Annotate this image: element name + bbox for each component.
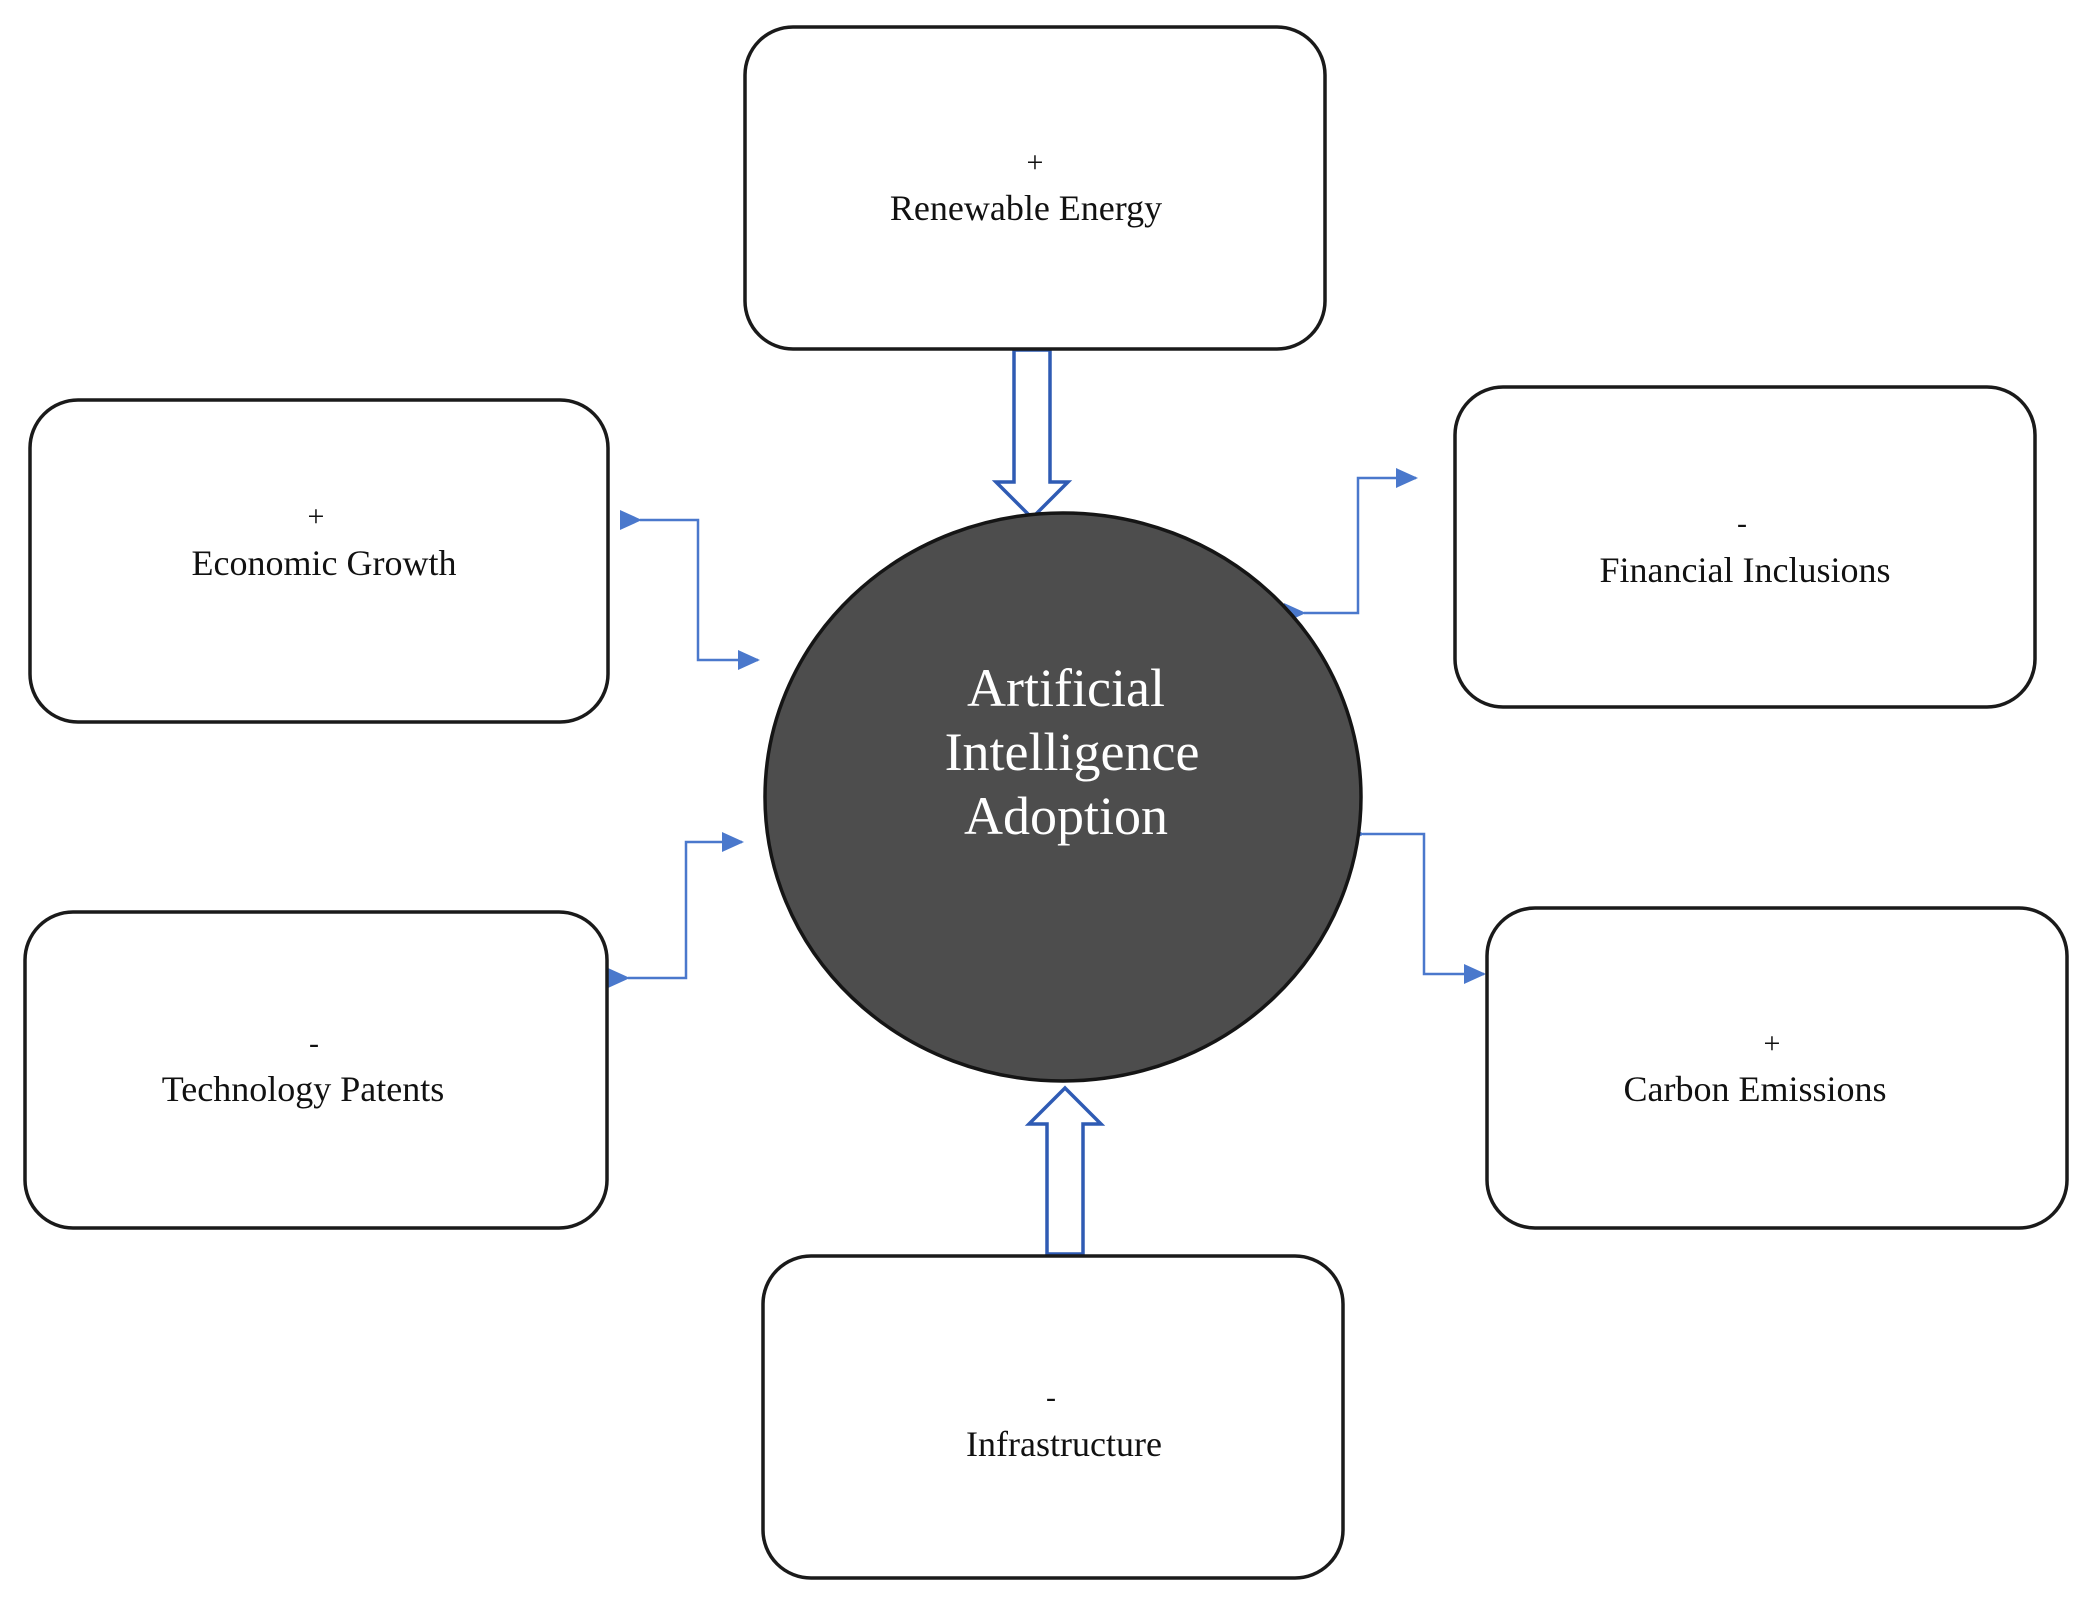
infrastructure-block-arrow: [1024, 1085, 1106, 1256]
carbon-emissions-connector: [1343, 824, 1486, 984]
financial-inclusions-connector: [1284, 468, 1418, 623]
center-label-line-2: Intelligence: [945, 722, 1200, 782]
technology-patents-connector: [608, 832, 744, 988]
carbon-emissions-sign: +: [1764, 1027, 1781, 1060]
economic-growth-connector: [620, 510, 760, 670]
financial-inclusions-sign: -: [1737, 507, 1747, 540]
renewable-energy-label: Renewable Energy: [890, 188, 1162, 228]
infrastructure-node: - Infrastructure: [761, 1254, 1345, 1580]
renewable-energy-node: + Renewable Energy: [743, 25, 1327, 351]
economic-growth-sign: +: [308, 500, 325, 533]
renewable-energy-sign: +: [1027, 146, 1044, 179]
center-label-line-3: Adoption: [964, 786, 1168, 846]
carbon-emissions-node: + Carbon Emissions: [1485, 906, 2069, 1230]
financial-inclusions-label: Financial Inclusions: [1600, 550, 1891, 590]
center-label-line-1: Artificial: [967, 658, 1165, 718]
technology-patents-label: Technology Patents: [162, 1069, 444, 1109]
financial-inclusions-node: - Financial Inclusions: [1453, 385, 2037, 709]
technology-patents-node: - Technology Patents: [23, 910, 609, 1230]
infrastructure-sign: -: [1046, 1381, 1056, 1414]
economic-growth-node: + Economic Growth: [28, 398, 610, 724]
renewable-energy-block-arrow: [991, 348, 1073, 521]
carbon-emissions-label: Carbon Emissions: [1623, 1069, 1886, 1109]
center-node: [763, 511, 1363, 1083]
infrastructure-label: Infrastructure: [966, 1424, 1162, 1464]
economic-growth-label: Economic Growth: [192, 543, 457, 583]
technology-patents-sign: -: [309, 1027, 319, 1060]
